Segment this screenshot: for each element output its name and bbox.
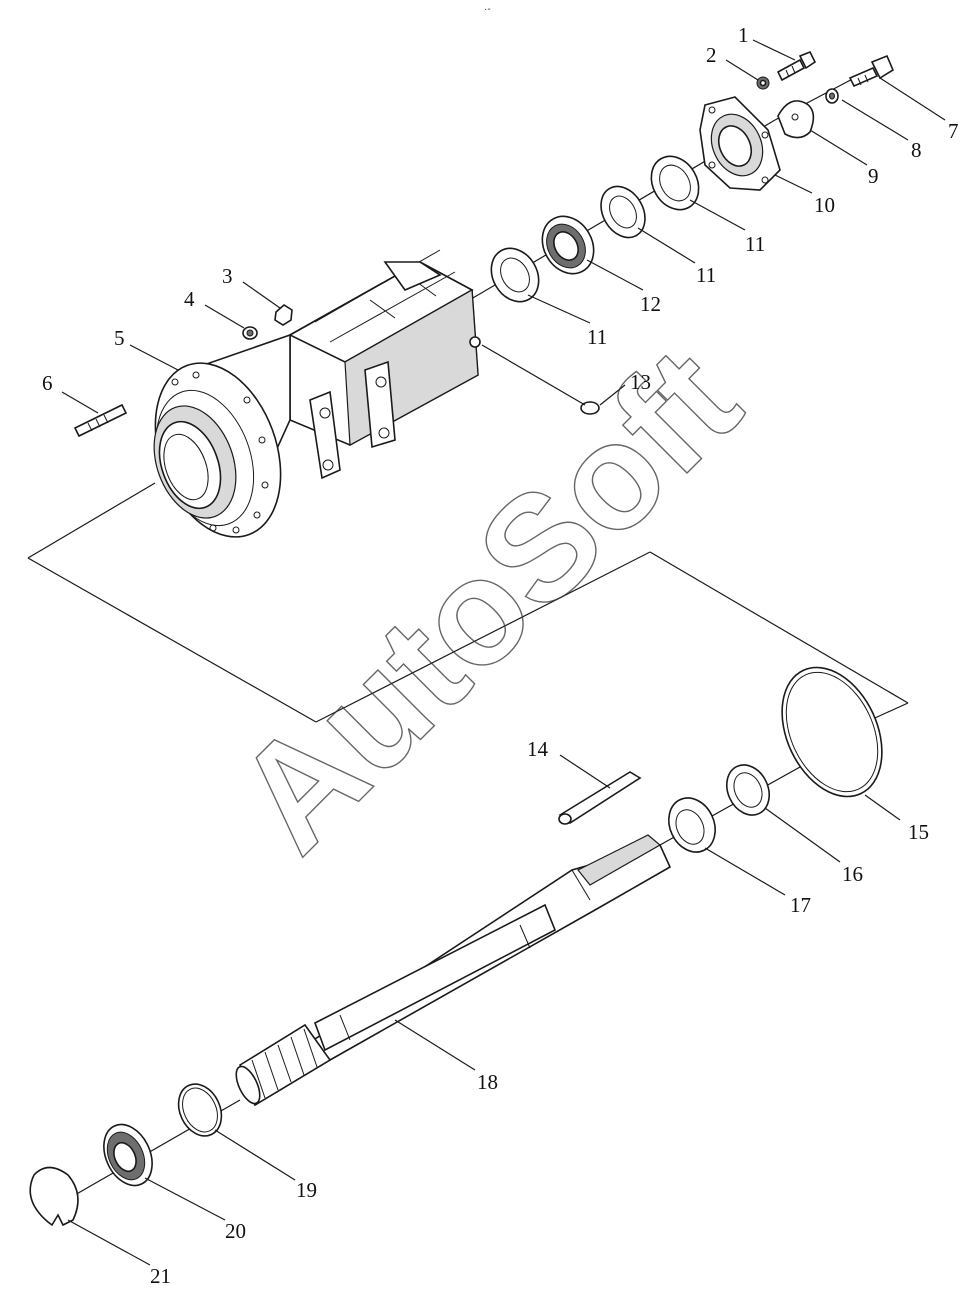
- callout-4: 4: [184, 287, 195, 311]
- callout-16: 16: [842, 862, 863, 886]
- gearbox-housing: [153, 249, 481, 538]
- part-11-washer-left: [490, 247, 540, 303]
- part-3-nut: [274, 304, 293, 326]
- callout-9: 9: [868, 164, 879, 188]
- callout-8: 8: [911, 138, 922, 162]
- callout-5: 5: [114, 326, 125, 350]
- callout-20: 20: [225, 1219, 246, 1243]
- callout-11-middle: 11: [696, 263, 716, 287]
- part-9-lock-plate: [777, 100, 815, 139]
- part-1-bolt: [776, 50, 817, 82]
- callout-15: 15: [908, 820, 929, 844]
- callout-13: 13: [630, 370, 651, 394]
- part-7-bolt: [848, 54, 895, 88]
- callout-12: 12: [640, 292, 661, 316]
- part-19-washer: [177, 1083, 223, 1137]
- callout-labels: 1 2 3 4 5 6 7 8 9 10 11 11 11 12 13 14 1…: [42, 23, 959, 1288]
- callout-3: 3: [222, 264, 233, 288]
- callout-10: 10: [814, 193, 835, 217]
- part-15-o-ring: [781, 666, 883, 798]
- part-11-washer-right: [650, 155, 700, 211]
- part-12-bearing: [541, 215, 595, 275]
- callout-2: 2: [706, 43, 717, 67]
- callout-1: 1: [738, 23, 749, 47]
- part-14-key: [558, 771, 642, 825]
- part-6-stud: [73, 403, 128, 438]
- callout-19: 19: [296, 1178, 317, 1202]
- part-20-bearing: [103, 1123, 153, 1187]
- callout-17: 17: [790, 893, 811, 917]
- part-13-plug: [580, 401, 600, 415]
- part-17-spacer: [668, 797, 716, 853]
- callout-6: 6: [42, 371, 53, 395]
- callout-11-right: 11: [745, 232, 765, 256]
- part-11-washer-middle: [600, 185, 646, 239]
- callout-18: 18: [477, 1070, 498, 1094]
- part-16-washer: [726, 764, 770, 816]
- part-4-washer: [242, 326, 258, 340]
- part-2-washer: [756, 76, 770, 90]
- leader-lines: [61, 39, 946, 1266]
- part-10-bearing-cover: [699, 96, 781, 191]
- callout-14: 14: [527, 737, 549, 761]
- assembly-frame: [27, 482, 909, 728]
- header-mark: ·-: [484, 4, 491, 15]
- callout-7: 7: [948, 119, 959, 143]
- part-21-snap-ring: [29, 1166, 79, 1227]
- part-18-shaft: [235, 834, 672, 1107]
- callout-21: 21: [150, 1264, 171, 1288]
- part-8-washer: [825, 88, 839, 104]
- callout-11-left: 11: [587, 325, 607, 349]
